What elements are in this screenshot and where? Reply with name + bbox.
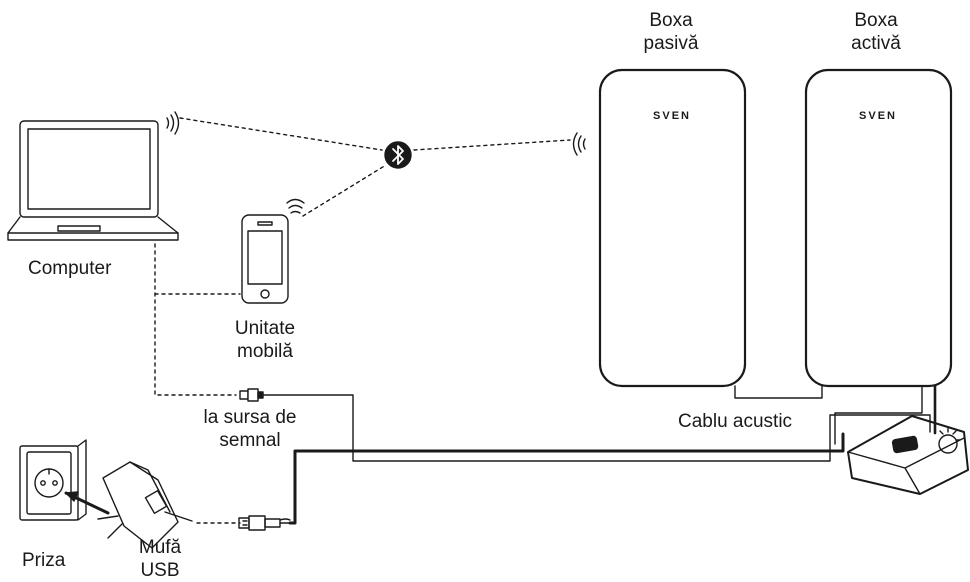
wireless-signal-icon <box>166 111 586 214</box>
speaker-cable-label: Cablu acustic <box>678 411 793 432</box>
passive-speaker-logo: SVEN <box>653 110 691 122</box>
passive-speaker-label-line1: Boxa <box>649 10 693 31</box>
signal-source-label-line2: semnal <box>219 430 281 451</box>
bt-link-phone <box>302 164 387 217</box>
usb-plug-label-line1: Mufă <box>138 537 182 558</box>
bt-link-laptop <box>179 117 383 151</box>
mobile-label: Unitate mobilă <box>222 317 308 363</box>
wall-socket-icon <box>19 439 110 521</box>
active-speaker-label-line2: activă <box>851 33 901 54</box>
active-speaker-logo: SVEN <box>859 110 897 122</box>
signal-source-label-line1: la sursa de <box>203 407 297 428</box>
speaker-to-control-cable <box>834 385 923 445</box>
active-speaker: SVEN <box>804 68 953 388</box>
usb-plug-label: Mufă USB <box>130 536 190 582</box>
smartphone-icon <box>241 214 289 304</box>
control-panel-icon <box>847 415 969 495</box>
audio-cable <box>262 394 931 462</box>
active-speaker-label-line1: Boxa <box>854 10 898 31</box>
computer-label: Computer <box>28 258 112 279</box>
usb-plug-label-line2: USB <box>140 560 180 581</box>
usb-charger-icon <box>97 461 193 549</box>
passive-speaker-label: Boxa pasivă <box>635 9 707 55</box>
bluetooth-icon <box>384 141 412 169</box>
audio-jack-icon <box>239 388 264 402</box>
active-speaker-label: Boxa activă <box>840 9 912 55</box>
usb-cable <box>288 432 845 525</box>
mobile-label-line1: Unitate <box>234 318 296 339</box>
mobile-label-line2: mobilă <box>237 341 293 362</box>
speaker-cable-bridge <box>734 385 823 399</box>
passive-speaker-label-line2: pasivă <box>643 33 699 54</box>
passive-speaker: SVEN <box>598 68 747 388</box>
usb-plug-icon <box>238 515 291 531</box>
laptop-icon <box>7 120 179 241</box>
signal-source-label: la sursa de semnal <box>187 406 313 452</box>
outlet-label: Priza <box>22 550 66 571</box>
bt-link-speaker <box>413 139 571 151</box>
